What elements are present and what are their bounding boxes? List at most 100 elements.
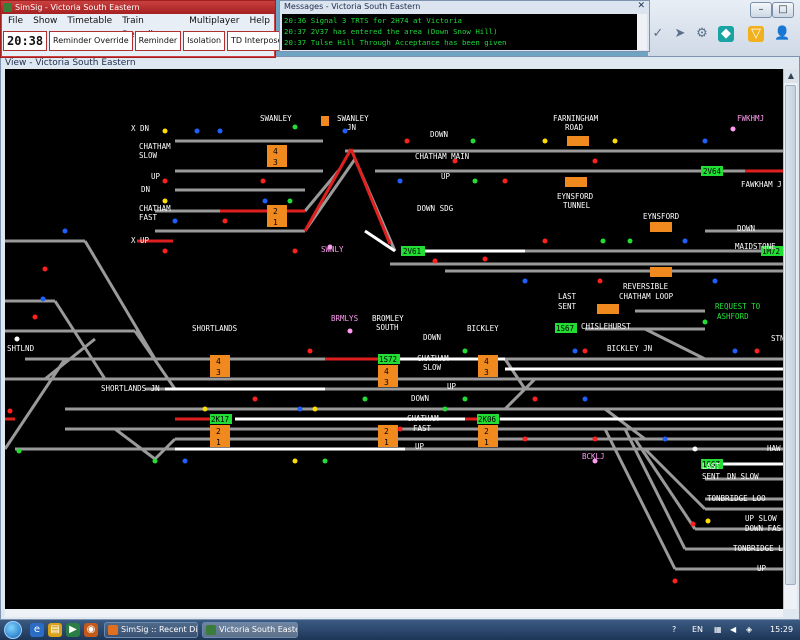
label-request: REQUEST TO: [715, 302, 761, 311]
berth-green[interactable]: [378, 354, 400, 364]
label-up-slow: UP SLOW: [745, 514, 777, 523]
taskbar-item-browser[interactable]: SimSig :: Recent Dis...: [104, 622, 198, 638]
signal-magenta: [327, 244, 333, 250]
signal-red: [754, 348, 760, 354]
clock-display[interactable]: 20:38: [3, 31, 47, 51]
label-dn-slow: DN SLOW: [727, 472, 759, 481]
app-icon[interactable]: ◆: [718, 26, 734, 42]
route-number: 2: [273, 207, 278, 216]
send-icon[interactable]: ➤: [674, 26, 686, 41]
messages-titlebar[interactable]: Messages - Victoria South Eastern ✕: [280, 1, 649, 12]
route-number: 4: [273, 147, 278, 156]
vertical-scrollbar[interactable]: ▲: [783, 69, 798, 609]
signal-blue: [682, 238, 688, 244]
shield-icon[interactable]: ◈: [746, 625, 753, 634]
horizontal-scrollbar[interactable]: [5, 609, 783, 617]
taskbar-item-label: SimSig :: Recent Dis...: [121, 625, 198, 634]
label-chatham-slow-2: SLOW: [139, 151, 158, 160]
maximize-icon[interactable]: □: [772, 2, 794, 18]
signal-blue: [522, 278, 528, 284]
berth-green[interactable]: [701, 459, 723, 469]
td-interpose-button[interactable]: TD Interpose: [227, 31, 287, 51]
signalling-canvas[interactable]: 2V64 2V61 1M72 1S67 1S72 2K17 2K06 1S67: [5, 69, 783, 609]
route-box[interactable]: [267, 205, 287, 227]
signal-blue: [732, 348, 738, 354]
route-box[interactable]: [478, 425, 498, 447]
signal-group[interactable]: [7, 124, 760, 584]
berth-orange[interactable]: [650, 222, 672, 232]
signal-green: [442, 406, 448, 412]
label-shortlands: SHORTLANDS: [192, 324, 238, 333]
simsig-titlebar[interactable]: SimSig - Victoria South Eastern: [1, 1, 275, 14]
messages-title: Messages - Victoria South Eastern: [284, 2, 421, 11]
help-icon[interactable]: ?: [672, 625, 677, 634]
route-number: 3: [384, 378, 389, 387]
menu-file[interactable]: File: [8, 16, 24, 26]
firefox-icon[interactable]: ◉: [84, 623, 98, 637]
signal-yellow: [312, 406, 318, 412]
route-box[interactable]: [267, 145, 287, 167]
berth-green[interactable]: [210, 414, 232, 424]
signal-red: [452, 158, 458, 164]
signal-red: [482, 256, 488, 262]
toolbar-icon[interactable]: ✓: [652, 26, 664, 41]
volume-icon[interactable]: ◀: [730, 625, 737, 634]
label-eynsford-tunnel: EYNSFORD: [557, 192, 594, 201]
signal-white: [692, 446, 698, 452]
berth-orange[interactable]: [597, 304, 619, 314]
label-eynsford-tunnel-2: TUNNEL: [563, 201, 591, 210]
messages-list[interactable]: 20:36 Signal 3 TRTS for 2H74 at Victoria…: [282, 14, 638, 50]
berth-green[interactable]: [477, 414, 499, 424]
start-button[interactable]: [4, 621, 22, 639]
berth-green[interactable]: [555, 323, 577, 333]
vpn-icon[interactable]: ▽: [748, 26, 764, 42]
user-icon[interactable]: 👤: [774, 26, 791, 41]
network-icon[interactable]: ▦: [714, 625, 722, 634]
track-diagram[interactable]: 2V64 2V61 1M72 1S67 1S72 2K17 2K06 1S67: [5, 69, 783, 609]
route-box[interactable]: [210, 425, 230, 447]
signal-green: [702, 319, 708, 325]
berth-green[interactable]: [701, 166, 723, 176]
labels-group: SWANLEY SWANLEY JN FARNINGHAM ROAD FWKHM…: [7, 114, 783, 573]
berth-orange[interactable]: [565, 177, 587, 187]
reminder-button[interactable]: Reminder: [134, 31, 182, 51]
berth-green[interactable]: [761, 246, 783, 256]
menu-timetable[interactable]: Timetable: [67, 16, 113, 26]
menu-show[interactable]: Show: [33, 16, 58, 26]
signal-yellow: [162, 198, 168, 204]
berth-orange[interactable]: [650, 267, 672, 277]
menu-help[interactable]: Help: [249, 16, 270, 26]
route-box[interactable]: [378, 425, 398, 447]
isolation-button[interactable]: Isolation: [183, 31, 226, 51]
berth-orange[interactable]: [567, 136, 589, 146]
menu-multiplayer[interactable]: Multiplayer: [189, 16, 240, 26]
scroll-thumb[interactable]: [785, 85, 796, 585]
settings-icon[interactable]: ⚙: [696, 26, 708, 41]
close-icon[interactable]: ✕: [637, 1, 645, 11]
menu-train-describer[interactable]: Train Describer: [122, 16, 165, 40]
signal-green: [287, 198, 293, 204]
route-box[interactable]: [378, 365, 398, 387]
reminder-override-button[interactable]: Reminder Override: [49, 31, 133, 51]
signal-red: [690, 521, 696, 527]
messages-scrollbar[interactable]: [637, 14, 647, 50]
clock-text[interactable]: 15:29: [770, 625, 794, 634]
signal-blue: [172, 218, 178, 224]
explorer-icon[interactable]: e: [30, 623, 44, 637]
route-box[interactable]: [210, 355, 230, 377]
berth-label: 1S67: [702, 460, 720, 469]
signal-green: [16, 448, 22, 454]
minimize-icon[interactable]: –: [750, 2, 772, 18]
label-last-sent: LAST: [558, 292, 577, 301]
media-icon[interactable]: ▶: [66, 623, 80, 637]
signal-green: [292, 124, 298, 130]
label-up-6: UP: [757, 564, 767, 573]
folder-icon[interactable]: ▤: [48, 623, 62, 637]
route-box[interactable]: [478, 355, 498, 377]
signal-white: [14, 336, 20, 342]
berth-green[interactable]: [401, 246, 425, 256]
taskbar-item-simsig[interactable]: Victoria South Easte...: [202, 622, 298, 638]
language-indicator[interactable]: EN: [692, 625, 704, 634]
berth-orange[interactable]: [321, 116, 329, 126]
scroll-up-icon[interactable]: ▲: [784, 69, 798, 83]
